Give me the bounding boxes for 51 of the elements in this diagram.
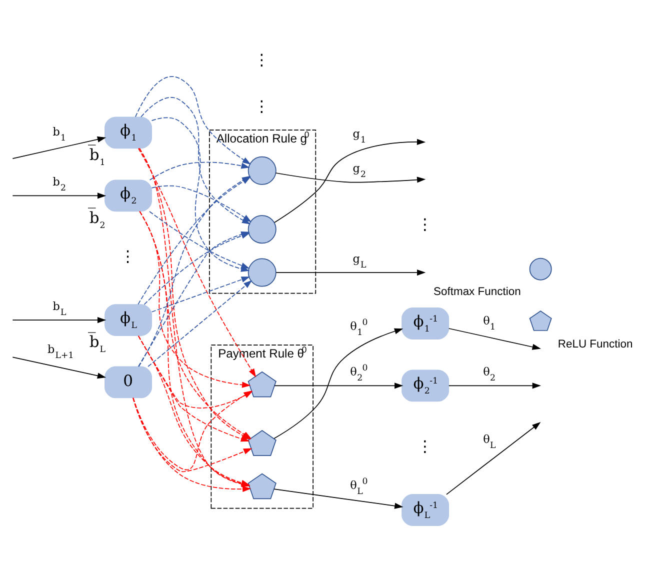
arrow: [448, 328, 541, 350]
label: ⋮: [120, 248, 136, 266]
cluster: Allocation Rule g$^{0}$: [209, 130, 316, 294]
arrow: [274, 138, 426, 223]
arrow: [274, 382, 404, 389]
label: ⋮: [254, 50, 270, 69]
node-circle: [248, 215, 276, 244]
arrow: [151, 276, 250, 312]
arrow: [448, 382, 541, 389]
arrow: [148, 280, 252, 367]
edge-label: g$_{L}$: [352, 252, 366, 271]
cluster: Payment Rule θ$^{0}$: [210, 344, 314, 509]
label: ⋮: [254, 97, 270, 116]
arrow: [12, 356, 106, 379]
legend-label: Softmax Function: [434, 286, 521, 298]
arrow: [274, 328, 404, 439]
arrow: [149, 162, 250, 180]
edge-label: θ$_{2}$: [483, 366, 496, 384]
arrow: [274, 488, 404, 509]
edge-label: θ$_{1}$: [483, 314, 496, 333]
node-pentagon: [248, 371, 276, 398]
edge-label: g$_{1}$: [352, 127, 366, 146]
edge-label: g$_{2}$: [352, 162, 366, 180]
arrow: [12, 317, 106, 324]
label: ⋮: [417, 438, 433, 456]
edge-label: b$_{L+1}$: [48, 343, 74, 362]
arrow: [134, 76, 251, 165]
arrow: [12, 136, 106, 159]
node-box: ϕ$_{1}$: [104, 116, 152, 149]
node-box: 0: [104, 366, 152, 398]
arrow: [151, 185, 252, 222]
edge-label: b$_{2}$: [52, 176, 66, 194]
edge-label: b$_{1}$: [52, 126, 66, 144]
arrow: [12, 192, 106, 199]
arrow: [138, 148, 256, 378]
label: ⋮: [417, 216, 433, 234]
node-pentagon: [248, 473, 276, 500]
node-circle: [248, 156, 276, 185]
node-box: ϕ$_{L}$: [104, 304, 152, 336]
node-circle: [248, 258, 276, 287]
arrow: [446, 422, 541, 495]
node-box: ϕ$_{2}$: [104, 180, 152, 212]
edge-label: b$_{L}$: [52, 300, 66, 318]
node-label: b̅$_{2}$: [89, 208, 106, 231]
node-label: b̅$_{L}$: [89, 333, 106, 356]
arrow: [276, 270, 426, 276]
node-label: b̅$_{1}$: [89, 146, 106, 168]
arrow: [275, 172, 426, 183]
edge-label: θ$_{L}$: [483, 433, 496, 451]
legend-label: ReLU Function: [558, 338, 633, 351]
node-pentagon: [248, 430, 276, 456]
